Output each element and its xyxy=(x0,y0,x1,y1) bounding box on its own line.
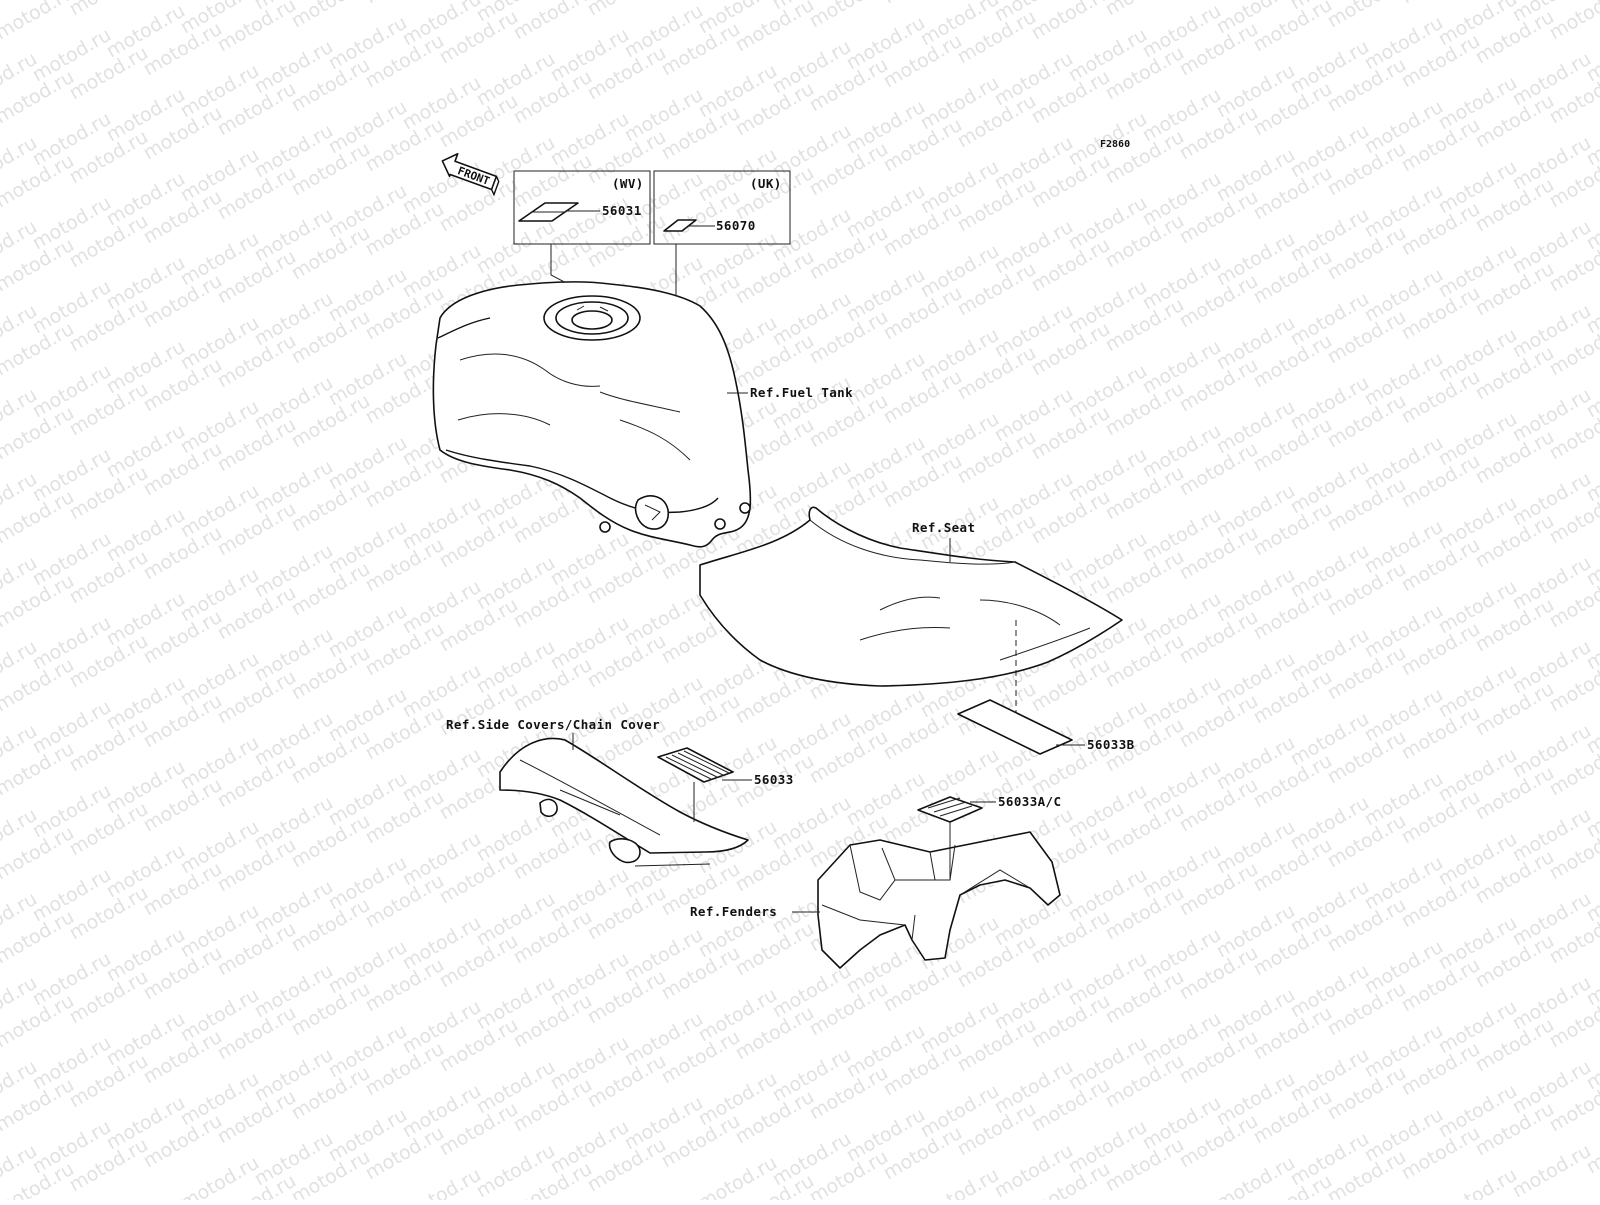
watermark-text: motod.ru xyxy=(510,0,596,44)
watermark-text: motod.ru xyxy=(1398,0,1484,8)
watermark-text: motod.ru xyxy=(917,1164,1003,1200)
watermark-text: motod.ru xyxy=(584,0,670,20)
watermark-text: motod.ru xyxy=(288,0,374,32)
watermark-text: motod.ru xyxy=(362,0,448,8)
watermark-text: motod.ru xyxy=(399,1164,485,1200)
watermark-text: motod.ru xyxy=(1546,0,1600,44)
ref-fuel-tank: Ref.Fuel Tank xyxy=(750,385,853,400)
ref-side-covers: Ref.Side Covers/Chain Cover xyxy=(446,717,660,732)
uk-region: (UK) xyxy=(750,176,782,191)
figure-code: F2860 xyxy=(1100,139,1130,150)
watermark-text: motod.ru xyxy=(1028,0,1114,44)
watermark-text: motod.ru xyxy=(1435,1164,1521,1200)
part-56031: 56031 xyxy=(602,203,642,218)
watermark-text: motod.ru xyxy=(1102,0,1188,20)
watermark-text: motod.ru xyxy=(0,0,78,44)
watermark-text: motod.ru xyxy=(1509,1140,1595,1200)
watermark-text: motod.ru xyxy=(66,0,152,20)
watermark-text: motod.ru xyxy=(806,0,892,32)
part-56033b: 56033B xyxy=(1087,737,1135,752)
watermark-text: motod.ru xyxy=(1324,0,1410,32)
part-56033ac: 56033A/C xyxy=(998,794,1061,809)
ref-fenders: Ref.Fenders xyxy=(690,904,777,919)
wv-region: (WV) xyxy=(612,176,644,191)
part-56033: 56033 xyxy=(754,772,794,787)
ref-seat: Ref.Seat xyxy=(912,520,975,535)
part-56070: 56070 xyxy=(716,218,756,233)
watermark-text: motod.ru xyxy=(880,0,966,8)
